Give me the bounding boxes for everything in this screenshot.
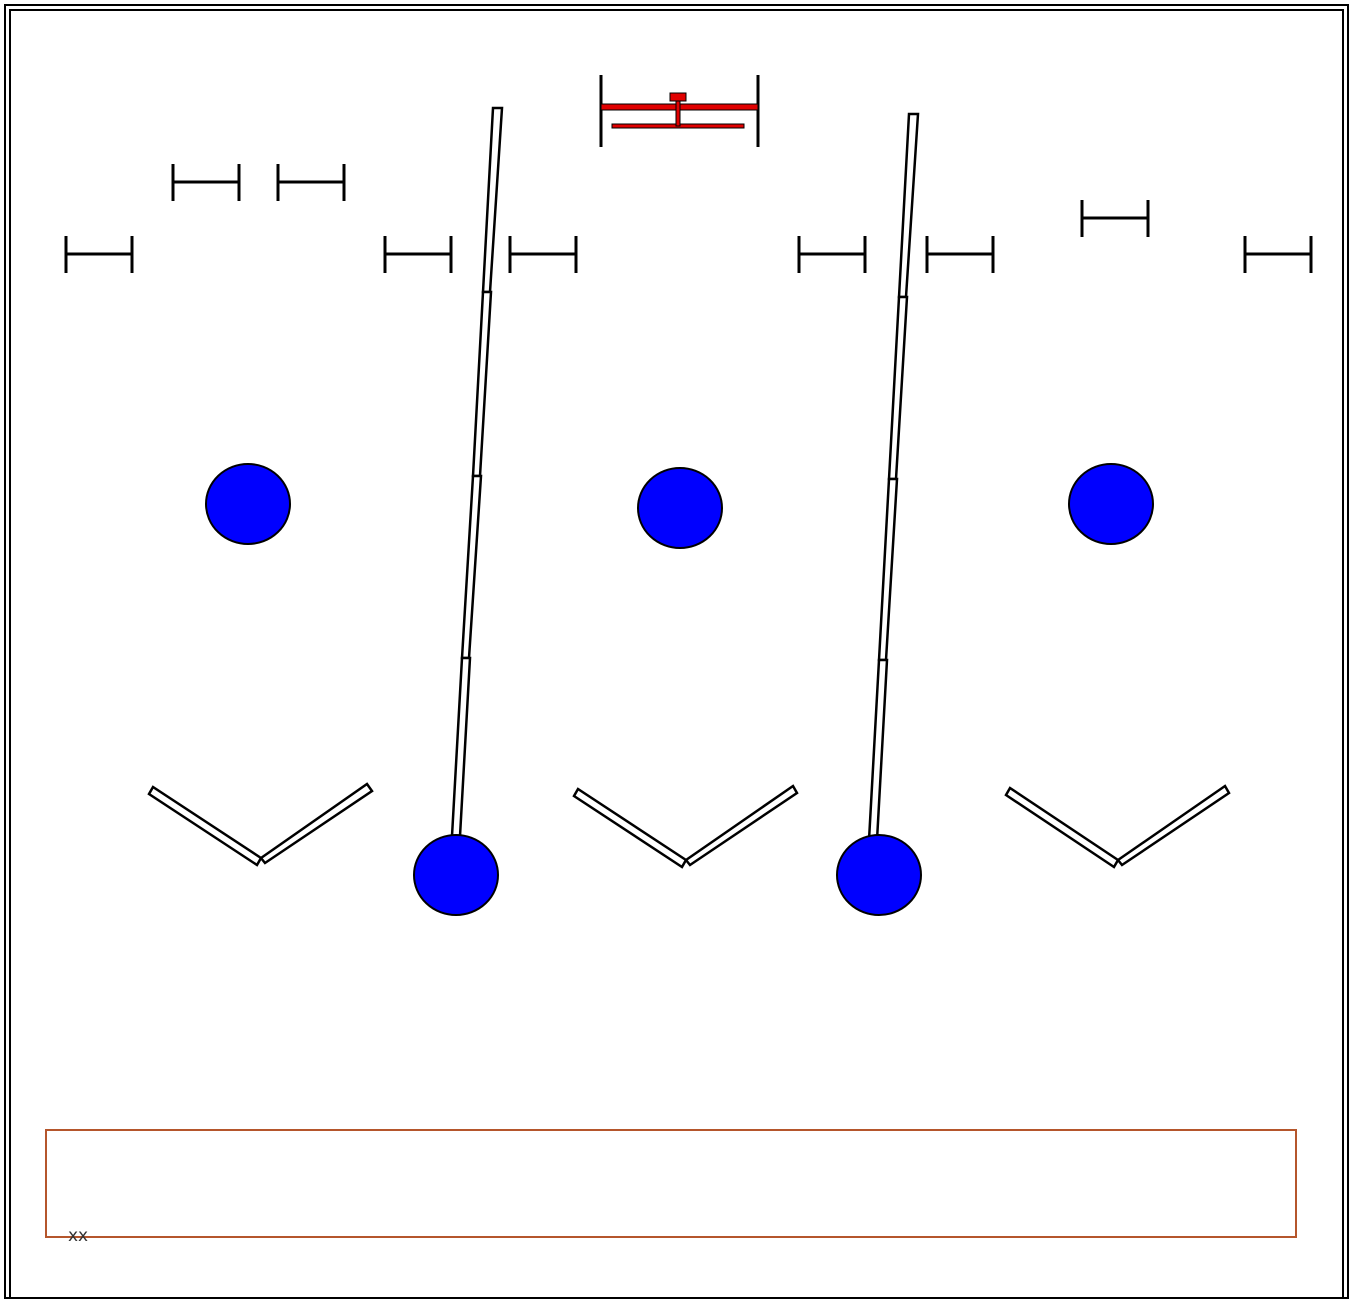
- v-catcher: [1004, 784, 1231, 869]
- bar-peg: [1080, 200, 1150, 237]
- bar-peg: [1243, 236, 1313, 273]
- v-catcher: [572, 784, 799, 869]
- bar-peg: [797, 236, 867, 273]
- ball[interactable]: [637, 467, 723, 549]
- bottom-bin: [45, 1129, 1297, 1238]
- bar-pegs: [64, 164, 1313, 273]
- ball[interactable]: [205, 463, 291, 545]
- bar-peg: [64, 236, 134, 273]
- bar-peg: [383, 236, 453, 273]
- bar-peg: [171, 164, 241, 201]
- v-catcher: [147, 782, 374, 867]
- bar-peg: [508, 236, 578, 273]
- bar-peg: [925, 236, 995, 273]
- ball[interactable]: [1068, 463, 1154, 545]
- pendulum-left[interactable]: [413, 106, 504, 916]
- bin-label: xx: [68, 1226, 89, 1246]
- pendulum-right[interactable]: [836, 112, 922, 916]
- cursor-paddle-icon[interactable]: [599, 75, 760, 147]
- ball: [836, 834, 922, 916]
- ball: [413, 834, 499, 916]
- bar-peg: [276, 164, 346, 201]
